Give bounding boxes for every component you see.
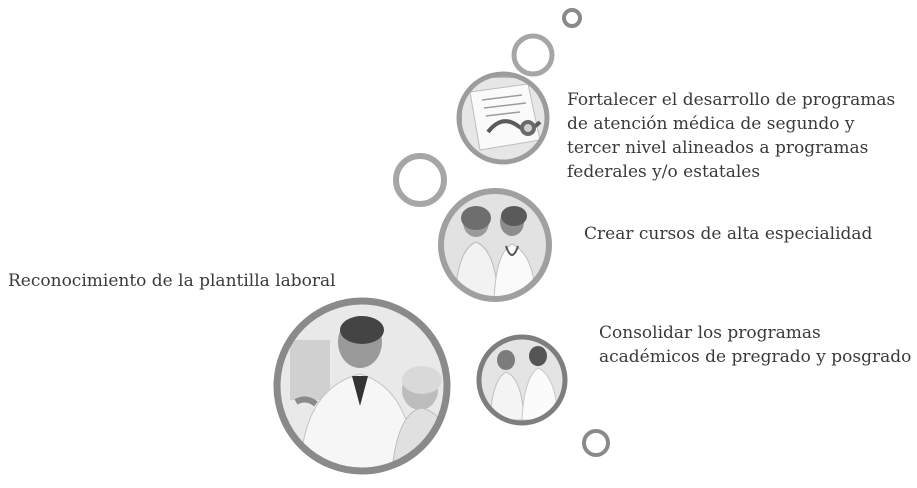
staff-recognition-text: Reconocimiento de la plantilla laboral bbox=[8, 269, 348, 293]
doctors-team-photo bbox=[440, 190, 552, 302]
students-photo bbox=[479, 337, 565, 423]
doctor-with-patient-photo bbox=[277, 301, 456, 472]
ring-medium-left bbox=[396, 156, 444, 204]
ring-small-bottom bbox=[584, 431, 608, 455]
ring-medium-top bbox=[514, 36, 552, 74]
medical-programs-text: Fortalecer el desarrollo de programas de… bbox=[567, 88, 907, 184]
medical-documents-photo bbox=[459, 74, 547, 162]
specialty-courses-text: Crear cursos de alta especialidad bbox=[584, 222, 904, 246]
academic-programs-text: Consolidar los programas académicos de p… bbox=[599, 321, 915, 369]
ring-small-top bbox=[564, 10, 580, 26]
